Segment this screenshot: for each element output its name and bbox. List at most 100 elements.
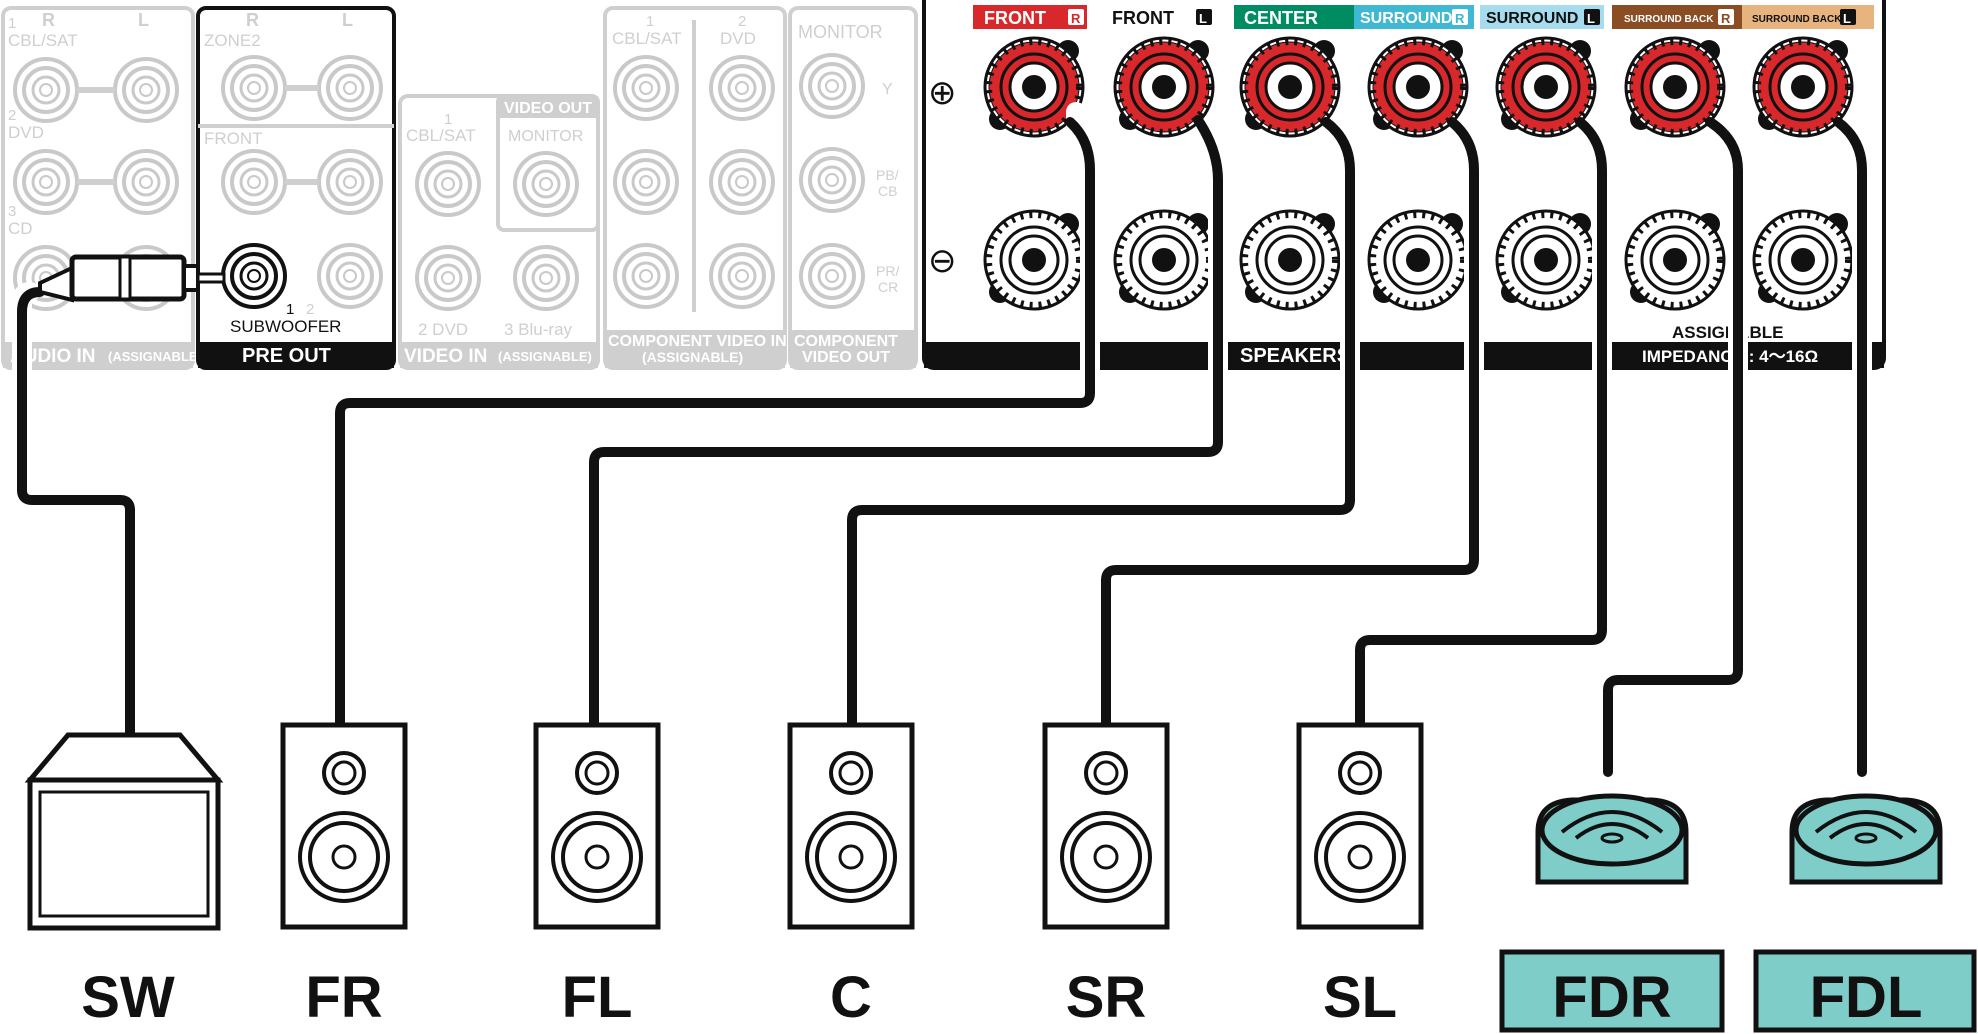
channel-tab-surround-l: SURROUND L — [1480, 5, 1604, 29]
speaker-cables — [12, 102, 1872, 782]
audio-in-cblsat: CBL/SAT — [8, 31, 78, 50]
subwoofer-label: SUBWOOFER — [230, 317, 341, 336]
terminal-front-l-minus — [1115, 211, 1213, 309]
audio-in-jack — [113, 149, 179, 215]
speaker-fr — [283, 725, 405, 927]
speaker-fdl — [1792, 796, 1940, 882]
component-in-jack — [709, 243, 775, 309]
subwoofer-out-jack — [221, 243, 287, 309]
audio-in-r: R — [42, 10, 55, 30]
video-in-jack — [415, 245, 481, 311]
label-fdl: FDL — [1810, 965, 1923, 1030]
component-out-label2: VIDEO OUT — [802, 349, 890, 366]
channel-side: L — [1843, 11, 1851, 26]
channel-tab-front-l: FRONT L — [1101, 5, 1215, 29]
audio-in-l: L — [138, 10, 149, 30]
zone2-jack — [221, 55, 287, 121]
video-in-jack — [513, 245, 579, 311]
component-in-panel: 1 CBL/SAT 2 DVD COMPONENT VIDEO IN (ASSI… — [603, 6, 787, 370]
audio-in-cd: CD — [8, 219, 33, 238]
channel-name: FRONT — [1112, 8, 1174, 28]
audio-in-sublabel: (ASSIGNABLE) — [108, 349, 202, 364]
component-out-monitor: MONITOR — [798, 22, 883, 42]
terminal-front-r-minus — [985, 211, 1083, 309]
component-out-jack-y — [799, 53, 865, 119]
channel-name: CENTER — [1244, 8, 1318, 28]
label-fdr: FDR — [1552, 965, 1671, 1030]
speaker-fdr — [1538, 796, 1686, 882]
label-box-fdr: FDR — [1499, 949, 1725, 1033]
speaker-c — [790, 725, 912, 927]
video-in-dvd: 2 DVD — [418, 320, 468, 339]
minus-symbol: ⊖ — [928, 242, 957, 280]
label-sw: SW — [81, 965, 175, 1030]
component-out-jack-pr — [799, 243, 865, 309]
pre-out-front-label: FRONT — [204, 129, 263, 148]
video-in-sublabel: (ASSIGNABLE) — [498, 349, 592, 364]
channel-side: R — [1455, 11, 1465, 26]
channel-side: L — [1587, 11, 1595, 26]
front-pre-jack — [221, 149, 287, 215]
channel-tab-surround-back-l: SURROUND BACK L — [1742, 5, 1874, 29]
component-out-label1: COMPONENT — [794, 333, 898, 350]
speaker-sr — [1045, 725, 1167, 927]
subwoofer2-out-jack — [317, 243, 383, 309]
speakers-label: SPEAKERS — [1240, 345, 1350, 367]
component-out-y: Y — [882, 81, 893, 98]
audio-in-panel: R L 1 CBL/SAT 2 DVD 3 CD AUDIO IN (ASSIG… — [1, 6, 202, 370]
channel-side: R — [1071, 11, 1081, 26]
channel-side: R — [1721, 11, 1731, 26]
speaker-sl — [1299, 725, 1421, 927]
component-out-jack-pb — [799, 147, 865, 213]
channel-tab-surround-back-r: SURROUND BACK R — [1612, 5, 1742, 29]
channel-name: SURROUND BACK — [1752, 14, 1842, 25]
audio-in-jack — [113, 57, 179, 123]
label-sr: SR — [1066, 965, 1147, 1030]
channel-name: FRONT — [984, 8, 1046, 28]
component-out-cb: CB — [878, 183, 897, 199]
component-out-panel: MONITOR Y PB/ CB PR/ CR COMPONENT VIDEO … — [788, 6, 918, 370]
component-in-2: 2 — [738, 13, 746, 30]
pre-out-label: PRE OUT — [242, 345, 331, 367]
channel-name: SURROUND — [1360, 10, 1452, 27]
label-fr: FR — [305, 965, 382, 1030]
label-fl: FL — [562, 965, 633, 1030]
video-in-bluray: 3 Blu-ray — [504, 320, 573, 339]
label-c: C — [830, 965, 872, 1030]
audio-in-3: 3 — [8, 203, 16, 220]
video-out-label: VIDEO OUT — [504, 100, 592, 117]
component-in-cblsat: CBL/SAT — [612, 29, 682, 48]
label-sl: SL — [1323, 965, 1397, 1030]
video-in-panel: VIDEO OUT MONITOR 1 CBL/SAT 2 DVD 3 Blu-… — [398, 94, 600, 370]
component-in-label: COMPONENT VIDEO IN — [608, 333, 787, 350]
component-out-pr: PR/ — [876, 263, 899, 279]
audio-in-1: 1 — [8, 15, 16, 32]
assignable-label: ASSIGNABLE — [1672, 323, 1783, 342]
rca-plug — [38, 254, 226, 303]
zone2-label: ZONE2 — [204, 31, 261, 50]
channel-side: L — [1199, 11, 1207, 26]
audio-in-jack — [13, 57, 79, 123]
channel-tab-center: CENTER — [1234, 5, 1354, 29]
channel-tab-front-r: FRONT R — [973, 5, 1087, 29]
speaker-sw — [24, 732, 224, 931]
speaker-fl — [536, 725, 658, 927]
plus-symbol: ⊕ — [928, 74, 957, 112]
component-out-pb: PB/ — [876, 167, 899, 183]
zone2-jack — [317, 55, 383, 121]
audio-in-jack — [13, 149, 79, 215]
component-in-jack — [709, 55, 775, 121]
sub-num-2: 2 — [306, 301, 314, 318]
component-in-1: 1 — [646, 13, 654, 30]
pre-out-panel: R L ZONE2 FRONT 1 2 SUBWOOFER PRE OUT — [196, 6, 396, 370]
front-pre-jack — [317, 149, 383, 215]
video-in-1: 1 — [444, 111, 452, 128]
terminal-surround-l-minus — [1497, 211, 1595, 309]
pre-out-r: R — [246, 10, 259, 30]
channel-name: SURROUND BACK — [1624, 14, 1714, 25]
label-box-fdl: FDL — [1753, 949, 1977, 1033]
video-in-jack — [415, 151, 481, 217]
terminal-surround-back-l-minus — [1754, 211, 1852, 309]
video-in-label: VIDEO IN — [404, 346, 487, 367]
